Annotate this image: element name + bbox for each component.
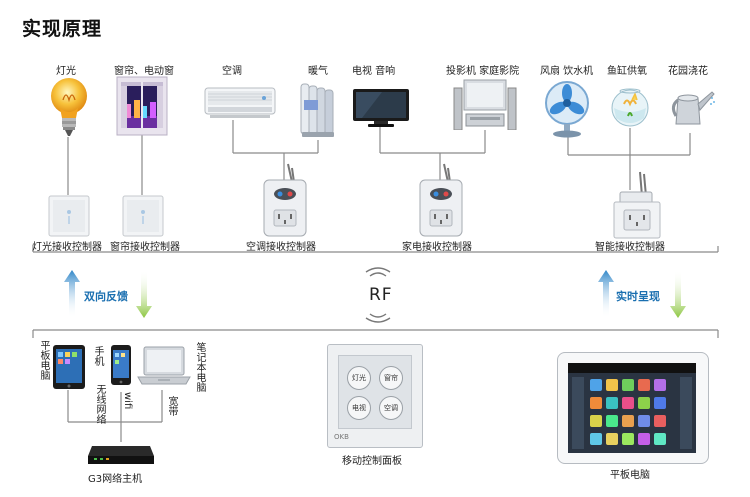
light-label: 灯光 [56, 66, 76, 77]
garden-label: 花园浇花 [668, 66, 708, 77]
g3-host-label: G3网络主机 [88, 474, 143, 485]
g3-host-icon [88, 446, 154, 464]
aircon-label: 空调 [222, 66, 242, 77]
heater-label: 暖气 [308, 66, 328, 77]
control-panel-face: 灯光 窗帘 电视 空调 [338, 355, 412, 429]
aquarium-label: 鱼缸供氧 [607, 66, 647, 77]
wifi-label: wifi [122, 392, 133, 410]
control-panel-label: 移动控制面板 [342, 456, 402, 467]
rf-signal-icon [365, 267, 391, 323]
heater-icon [300, 83, 334, 137]
smart-receiver-label: 智能接收控制器 [595, 242, 665, 253]
watering-can-icon [671, 91, 715, 125]
rf-label: RF [369, 285, 393, 305]
curtain-receiver-switch [122, 195, 164, 237]
laptop-label: 笔记本电脑 [194, 342, 205, 392]
tablet-icon[interactable] [52, 344, 86, 390]
broadband-label: 宽带 [166, 396, 177, 416]
wireless-label: 无线网络 [94, 384, 105, 424]
panel-button-tv[interactable]: 电视 [347, 396, 371, 420]
tablet-label: 平板电脑 [38, 340, 49, 380]
tablet-right-screen[interactable] [568, 363, 696, 453]
realtime-arrows-icon [598, 270, 686, 318]
feedback-label: 双向反馈 [84, 290, 128, 303]
laptop-icon[interactable] [136, 346, 192, 388]
aircon-receiver-plug [263, 163, 307, 237]
curtain-receiver-label: 窗帘接收控制器 [110, 242, 180, 253]
fan-icon [545, 81, 589, 138]
curtain-window-icon [116, 76, 168, 136]
tablet-app-grid [590, 379, 666, 445]
control-panel: 灯光 窗帘 电视 空调 OKB [327, 344, 423, 448]
light-bulb-icon [51, 78, 87, 136]
projector-theater-icon [453, 79, 517, 130]
panel-button-curtain[interactable]: 窗帘 [379, 366, 403, 390]
tablet-right [557, 352, 709, 464]
feedback-arrows-icon [64, 270, 152, 318]
appliance-receiver-plug [419, 163, 463, 237]
air-conditioner-icon [204, 87, 276, 118]
panel-brand: OKB [334, 433, 349, 441]
fan-label: 风扇 饮水机 [540, 66, 594, 77]
page-title: 实现原理 [22, 18, 103, 40]
panel-button-aircon[interactable]: 空调 [379, 396, 403, 420]
tablet-right-label: 平板电脑 [610, 470, 650, 481]
tv-audio-label: 电视 音响 [352, 66, 396, 77]
projector-label: 投影机 家庭影院 [446, 66, 520, 77]
aircon-receiver-label: 空调接收控制器 [246, 242, 316, 253]
phone-label: 手机 [92, 346, 103, 366]
appliance-receiver-label: 家电接收控制器 [402, 242, 472, 253]
aquarium-icon [611, 88, 649, 127]
panel-button-light[interactable]: 灯光 [347, 366, 371, 390]
light-receiver-label: 灯光接收控制器 [32, 242, 102, 253]
tv-icon [353, 89, 409, 127]
phone-icon[interactable] [110, 344, 132, 386]
curtain-label: 窗帘、电动窗 [114, 66, 174, 77]
realtime-label: 实时呈现 [616, 290, 660, 303]
light-receiver-switch [48, 195, 90, 237]
smart-receiver-socket [613, 171, 661, 239]
